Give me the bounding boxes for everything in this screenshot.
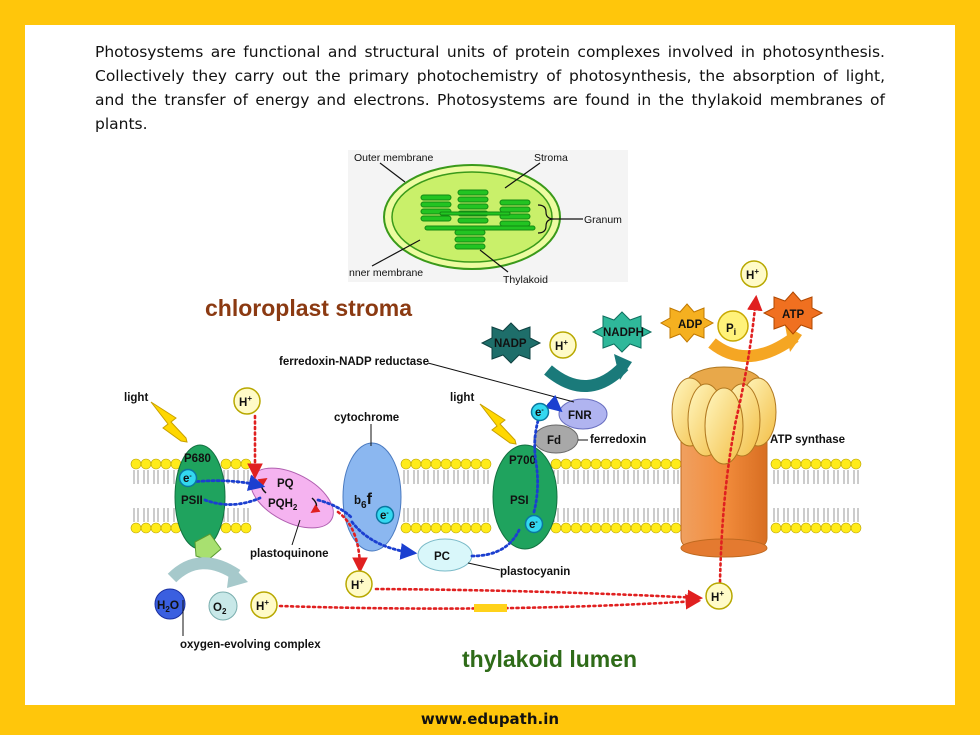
fnr-full-label: ferredoxin-NADP reductase — [279, 356, 429, 368]
pqh2-label: PQH2 — [268, 498, 298, 512]
atp-synthase-base — [680, 538, 768, 558]
electron-badges: e- e- e- e- — [178, 402, 550, 534]
pq-cycle-arrow — [310, 497, 321, 513]
proton-label: H+ — [746, 267, 759, 282]
outer-membrane-label: Outer membrane — [354, 152, 434, 164]
oxygen-molecule — [208, 591, 238, 621]
plastoquinone-leader-line — [291, 519, 301, 546]
atp-synthase-complex — [671, 366, 777, 558]
proton-label: H+ — [555, 338, 568, 353]
electron-label: e- — [183, 473, 192, 485]
plastocyanin-label: plastocyanin — [500, 566, 570, 578]
water-splitting-arrowhead — [227, 564, 248, 588]
fd-label: Fd — [547, 435, 561, 447]
light-bolt-left — [150, 401, 188, 443]
nadp-label: NADP — [494, 338, 527, 350]
atp-burst — [762, 291, 824, 335]
electron-label: e- — [380, 510, 389, 522]
pc-label: PC — [434, 551, 450, 563]
electron-badge — [524, 514, 544, 534]
proton-label: H+ — [256, 598, 269, 613]
proton-label: H+ — [351, 577, 364, 592]
oec-gem — [194, 533, 222, 561]
cytochrome-label: cytochrome — [334, 412, 399, 424]
p680-label: P680 — [184, 453, 211, 465]
fnr-label: FNR — [568, 410, 592, 422]
proton-badge — [345, 570, 373, 598]
nadph-label: NADPH — [603, 327, 644, 339]
light-bolt-right — [479, 403, 517, 445]
proton-badge — [705, 582, 733, 610]
atp-synthase-label: ATP synthase — [770, 434, 845, 446]
chloroplast-illustration: Outer membrane Stroma Granum nner membra… — [348, 150, 628, 286]
lumen-negative-charge — [474, 604, 507, 612]
proton-badges: H+ H+ H+ H+ H+ H+ — [233, 260, 768, 619]
atp-formation-arrowhead — [785, 325, 802, 352]
proton-badge — [740, 260, 768, 288]
plastocyanin-leader-line — [467, 562, 501, 571]
stroma-region-title: chloroplast stroma — [205, 295, 412, 321]
proton-label: H+ — [239, 394, 252, 409]
o2-label: O2 — [213, 602, 227, 616]
psi-label: PSI — [510, 495, 529, 507]
inner-membrane-label: nner membrane — [349, 267, 423, 279]
intro-paragraph: Photosystems are functional and structur… — [95, 43, 885, 133]
psii-label: PSII — [181, 495, 203, 507]
granum-label: Granum — [584, 214, 622, 226]
footer-website: www.edupath.in — [420, 710, 560, 728]
nadph-burst — [591, 311, 653, 353]
b6f-label: b6f — [354, 491, 373, 511]
nadph-formation-arrow — [544, 361, 629, 392]
h2o-label: H2O — [157, 598, 179, 614]
ferredoxin-label: ferredoxin — [590, 434, 646, 446]
proton-badge — [250, 591, 278, 619]
grana-stacks — [420, 189, 536, 250]
lumen-region-title: thylakoid lumen — [462, 646, 637, 672]
adp-burst — [659, 303, 715, 343]
plastoquinone-label: plastoquinone — [250, 548, 329, 560]
electron-label: e- — [535, 407, 544, 419]
phosphate-circle — [717, 310, 749, 342]
adp-label: ADP — [678, 319, 703, 331]
pi-label: Pi — [726, 323, 736, 337]
p700-label: P700 — [509, 455, 536, 467]
proton-label: H+ — [711, 589, 724, 604]
electron-badge — [375, 505, 395, 525]
nadp-burst — [480, 322, 542, 364]
oec-label: oxygen-evolving complex — [180, 639, 321, 651]
white-frame — [25, 25, 955, 705]
light-label-left: light — [124, 392, 148, 404]
atp-formation-arrow — [708, 332, 799, 362]
atp-label: ATP — [782, 309, 804, 321]
proton-badge — [233, 387, 261, 415]
stroma-label: Stroma — [534, 152, 568, 164]
cytochrome-b6f-complex — [342, 442, 402, 552]
electron-transport-path — [190, 394, 563, 560]
ferredoxin-protein — [533, 424, 579, 454]
proton-badge — [549, 331, 577, 359]
pq-label: PQ — [277, 478, 294, 490]
electron-badge — [530, 402, 550, 422]
thylakoid-label: Thylakoid — [503, 274, 548, 286]
electron-badge — [178, 468, 198, 488]
water-splitting-arrow — [167, 557, 241, 583]
fnr-protein — [558, 398, 608, 430]
atp-synthase-lobe — [704, 387, 744, 465]
electron-label: e- — [529, 519, 538, 531]
light-label-right: light — [450, 392, 474, 404]
lipid-tails — [133, 470, 859, 522]
chloroplast-leader-lines — [371, 162, 583, 273]
water-molecule — [154, 588, 186, 620]
nadph-formation-arrowhead — [614, 354, 632, 380]
